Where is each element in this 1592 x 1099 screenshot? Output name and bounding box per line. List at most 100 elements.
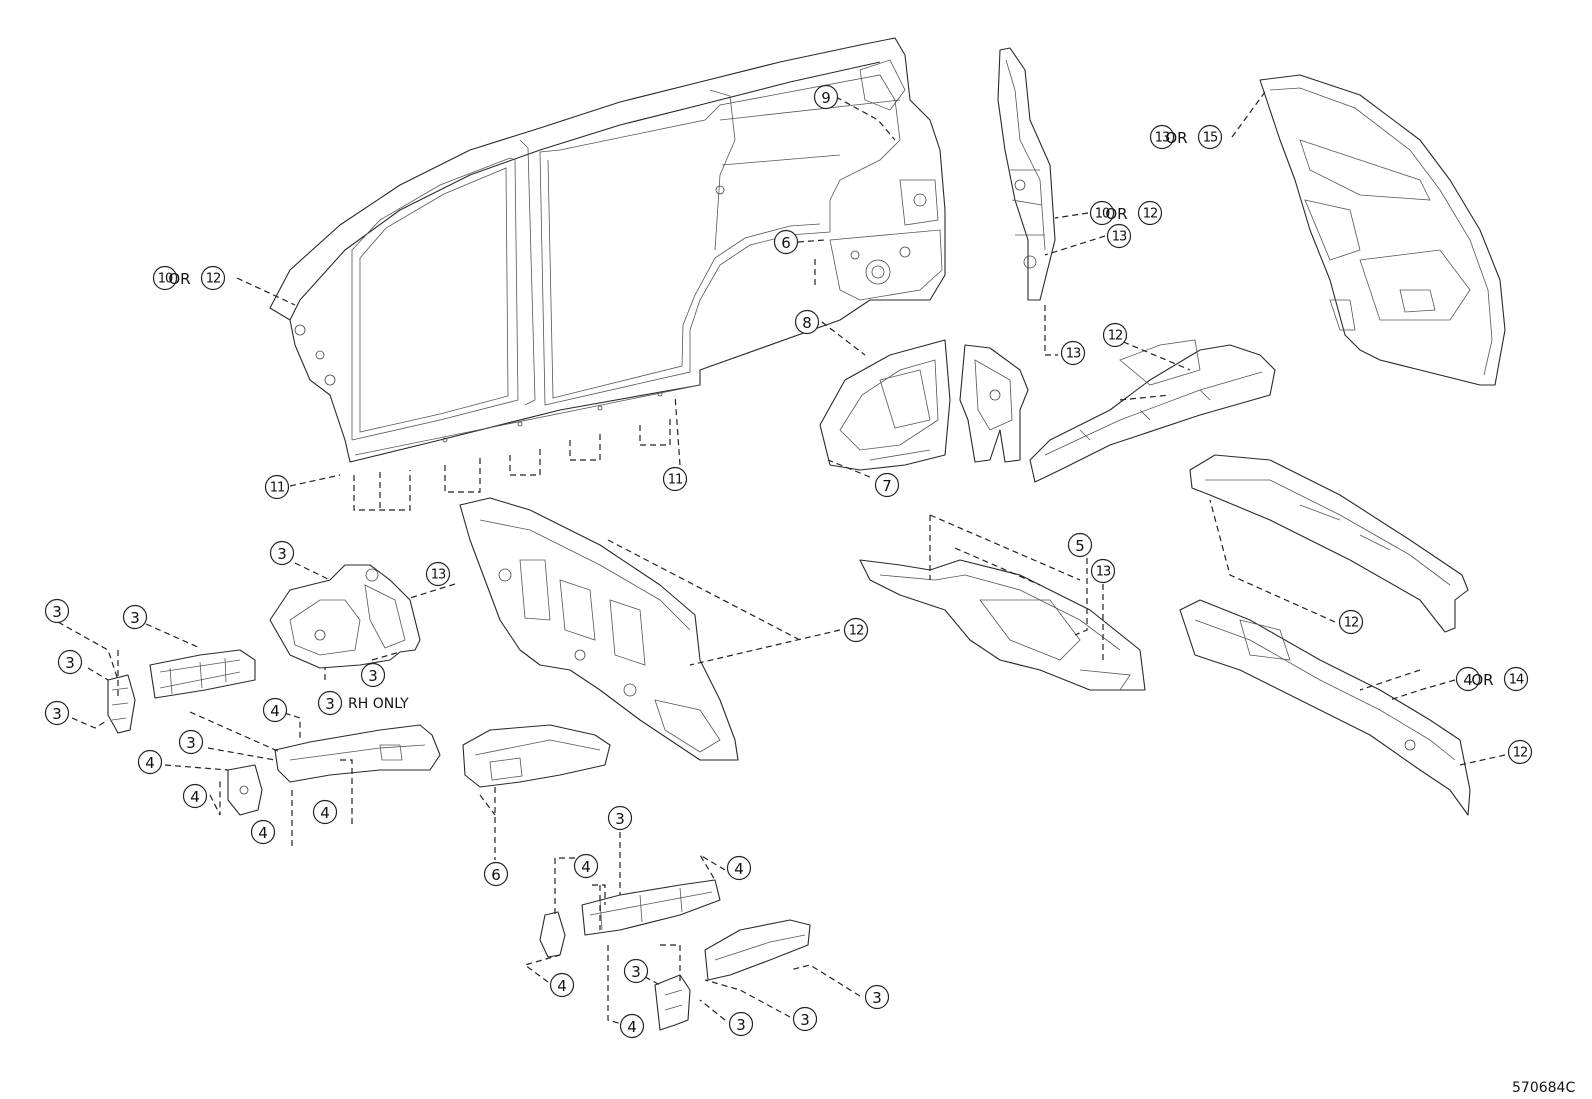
callout-circle <box>1067 532 1093 558</box>
callout-number: 15 <box>1203 131 1218 146</box>
rear-floor-side-member-upper <box>1029 339 1276 483</box>
callout-or-text: OR <box>168 270 190 288</box>
callout-3-g: 3 <box>178 729 204 755</box>
callout-circle <box>794 309 820 335</box>
callout-circle <box>57 649 83 675</box>
callout-circle <box>1060 340 1086 366</box>
callout-4-i: 4 <box>619 1013 645 1039</box>
callout-circle <box>1106 223 1132 249</box>
callout-number: 11 <box>270 481 285 496</box>
callout-3-h: 3 <box>607 805 633 831</box>
callout-number: 13 <box>1155 131 1170 146</box>
small-bracket <box>227 764 263 816</box>
reference-code: 570684C <box>1512 1080 1575 1096</box>
callout-circle <box>44 598 70 624</box>
callout-circle <box>792 1006 818 1032</box>
callout-circle <box>317 690 343 716</box>
callout-4-c: 4 <box>182 783 208 809</box>
callout-circle <box>1102 322 1128 348</box>
callout-3-rh: 3 <box>360 662 386 688</box>
callout-circle <box>549 972 575 998</box>
rear-floor-pan <box>859 559 1146 691</box>
callout-number: 13 <box>1066 347 1081 362</box>
callout-11-b: 11 <box>662 466 688 492</box>
callout-number: 12 <box>1513 746 1528 761</box>
callout-4-h: 4 <box>549 972 575 998</box>
rh-only-note: RH ONLY <box>348 696 409 712</box>
callout-number: 3 <box>325 695 335 713</box>
callout-number: 11 <box>668 473 683 488</box>
callout-circle <box>1455 666 1481 692</box>
callout-number: 3 <box>277 545 287 563</box>
callout-circle <box>200 265 226 291</box>
callout-number: 4 <box>190 788 200 806</box>
callout-circle <box>864 984 890 1010</box>
callout-number: 8 <box>802 314 812 332</box>
callout-circle <box>1090 558 1116 584</box>
callout-circle <box>483 861 509 887</box>
callout-circle <box>137 749 163 775</box>
callout-number: 7 <box>882 477 892 495</box>
callout-circle <box>425 561 451 587</box>
callout-circle <box>874 472 900 498</box>
callout-number: 6 <box>491 866 501 884</box>
callout-number: 3 <box>736 1016 746 1034</box>
callout-12-c: 12 <box>1338 609 1364 635</box>
callout-3-f: 3 <box>317 690 343 716</box>
small-gusset-lower <box>654 974 691 1031</box>
callout-circle <box>1089 200 1115 226</box>
callout-or-text: OR <box>1105 205 1127 223</box>
callout-circle <box>607 805 633 831</box>
callout-circle <box>1197 124 1223 150</box>
callout-3-a: 3 <box>269 540 295 566</box>
callout-circle <box>182 783 208 809</box>
callout-circle <box>262 697 288 723</box>
callout-number: 4 <box>258 824 268 842</box>
front-sill-reinforcement <box>274 724 441 783</box>
callout-number: 3 <box>368 667 378 685</box>
callout-4-g: 4 <box>726 855 752 881</box>
rear-side-rail-lower <box>704 919 811 981</box>
callout-4-d: 4 <box>312 799 338 825</box>
callout-number: 3 <box>631 963 641 981</box>
callout-circle <box>1137 200 1163 226</box>
callout-6-a: 6 <box>773 229 799 255</box>
callout-3-i: 3 <box>623 958 649 984</box>
callout-12-a: 12 <box>1102 322 1128 348</box>
callout-number: 6 <box>781 234 791 252</box>
callout-circle <box>573 853 599 879</box>
front-floor-cross-member <box>462 724 611 788</box>
callout-circle <box>264 474 290 500</box>
callout-number: 5 <box>1075 537 1085 555</box>
callout-number: 9 <box>821 89 831 107</box>
back-door-inner-panel <box>1259 74 1506 386</box>
callout-number: 10 <box>158 272 173 287</box>
callout-number: 14 <box>1509 673 1524 688</box>
callout-13-d: 13 <box>1090 558 1116 584</box>
callout-number: 3 <box>65 654 75 672</box>
callout-circle <box>312 799 338 825</box>
quarter-wheelhouse-inner <box>819 339 951 471</box>
callout-circle <box>122 604 148 630</box>
callout-number: 3 <box>130 609 140 627</box>
callout-number: 13 <box>1112 230 1127 245</box>
callout-4-e: 4 <box>250 819 276 845</box>
callout-number: 13 <box>1096 565 1111 580</box>
callout-number: 12 <box>206 272 221 287</box>
callout-number: 13 <box>431 568 446 583</box>
callout-number: 3 <box>615 810 625 828</box>
callout-3-j: 3 <box>864 984 890 1010</box>
callout-circle <box>152 265 178 291</box>
callout-number: 12 <box>849 624 864 639</box>
leader-lines <box>57 91 1506 1026</box>
callout-7: 7 <box>874 472 900 498</box>
callout-circle <box>178 729 204 755</box>
rocker-reinforcement-lower <box>581 879 721 936</box>
callout-number: 3 <box>872 989 882 1007</box>
callout-9: 9 <box>813 84 839 110</box>
callout-circle <box>360 662 386 688</box>
